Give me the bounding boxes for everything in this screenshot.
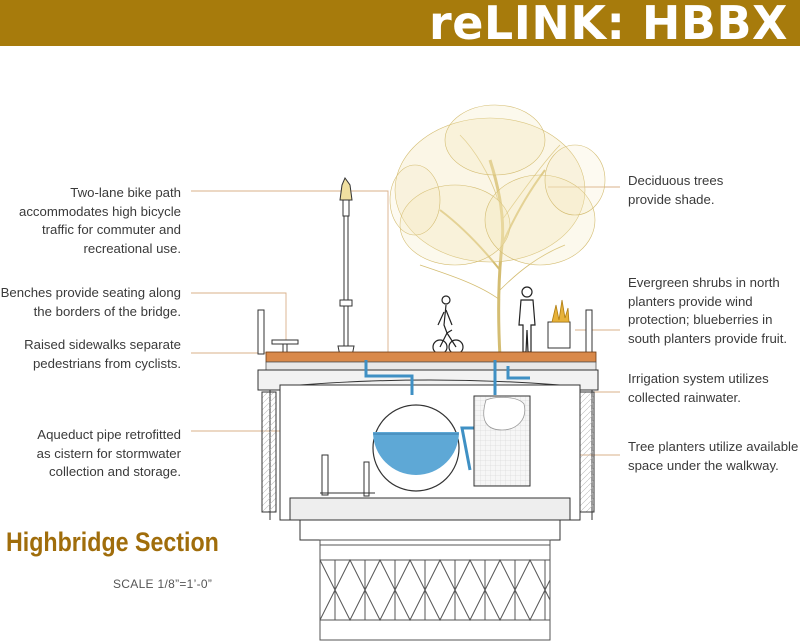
- annotation-line: Aqueduct pipe retrofitted: [37, 427, 181, 442]
- pedestrian-figure: [518, 286, 536, 353]
- annotation-line: collected rainwater.: [628, 389, 741, 405]
- bench: [271, 339, 299, 355]
- annotation-sidewalks: Raised sidewalks separate pedestrians fr…: [24, 336, 181, 373]
- lower-arch-truss: [319, 539, 551, 641]
- annotation-trees: Deciduous trees provide shade.: [628, 172, 723, 209]
- irrigation-pipes: [364, 360, 530, 471]
- shrub-planter: [547, 299, 571, 349]
- section-title: Highbridge Section: [6, 527, 219, 557]
- annotation-aqueduct: Aqueduct pipe retrofitted as cistern for…: [37, 426, 181, 482]
- bridge-deck: [265, 351, 597, 371]
- page-title: reLINK: HBBX: [429, 0, 788, 50]
- annotation-irrigation: Irrigation system utilizes collected rai…: [628, 370, 769, 407]
- annotation-line: Tree planters utilize available: [628, 439, 799, 454]
- annotation-line: Raised sidewalks separate: [24, 337, 181, 352]
- annotation-line: protection; blueberries in: [628, 312, 773, 327]
- title-banner: reLINK: HBBX: [0, 0, 800, 50]
- annotation-line: recreational use.: [83, 240, 182, 256]
- annotation-line: Evergreen shrubs in north: [628, 275, 780, 290]
- annotation-benches: Benches provide seating along the border…: [1, 284, 181, 321]
- leader-bike-path: [191, 190, 389, 362]
- annotation-line: space under the walkway.: [628, 457, 779, 473]
- annotation-line: pedestrians from cyclists.: [32, 355, 181, 371]
- lamp-post: [337, 176, 355, 357]
- annotation-line: south planters provide fruit.: [628, 330, 788, 346]
- annotation-line: planters provide wind: [628, 293, 753, 309]
- annotation-line: Deciduous trees: [628, 173, 724, 188]
- annotation-line: traffic for commuter and: [41, 222, 181, 237]
- annotation-line: provide shade.: [628, 191, 715, 207]
- annotation-planters: Tree planters utilize available space un…: [628, 438, 798, 475]
- annotation-line: Benches provide seating along: [0, 285, 181, 300]
- leader-benches: [191, 292, 287, 345]
- annotation-line: Two-lane bike path: [70, 185, 181, 200]
- annotation-shrubs: Evergreen shrubs in north planters provi…: [628, 274, 787, 348]
- annotation-bike-path: Two-lane bike path accommodates high bic…: [19, 184, 181, 258]
- pipe-valves: [320, 454, 375, 497]
- annotation-line: as cistern for stormwater: [36, 445, 181, 461]
- scale-label: SCALE 1/8”=1’-0”: [113, 577, 213, 591]
- tree-planter-box: [473, 395, 531, 487]
- deciduous-tree: [389, 104, 606, 358]
- annotation-line: Irrigation system utilizes: [628, 371, 769, 386]
- annotation-line: collection and storage.: [49, 464, 181, 479]
- aqueduct-cistern: [372, 404, 460, 492]
- cyclist-figure: [432, 295, 464, 355]
- railing-posts: [257, 309, 593, 355]
- annotation-line: accommodates high bicycle: [19, 203, 181, 219]
- annotation-line: the borders of the bridge.: [33, 303, 181, 319]
